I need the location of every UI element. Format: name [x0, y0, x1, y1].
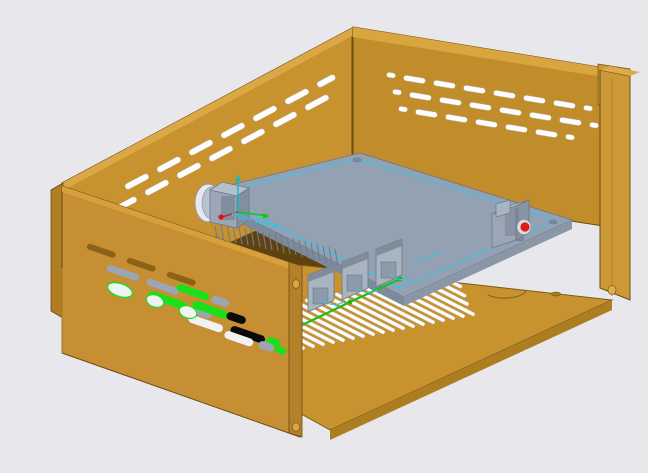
base-mount-hole	[551, 291, 561, 297]
rj45-port-1	[307, 264, 335, 313]
rj45-connector-bank[interactable]	[307, 238, 403, 313]
selected-edges	[295, 278, 401, 329]
right-wall-mount-hole	[607, 285, 617, 295]
led-indicator-module[interactable]	[491, 199, 532, 249]
rj45-port-2	[341, 251, 369, 301]
rj45-port-3	[375, 238, 403, 288]
led-indicator	[520, 222, 530, 232]
left-wall-vent-slots	[112, 74, 336, 213]
left-corner-flange	[50, 182, 64, 319]
heatsink-fin-array	[214, 223, 339, 267]
cylindrical-module[interactable]	[194, 181, 251, 229]
front-panel-cutouts	[86, 243, 296, 356]
chassis-front-panel[interactable]	[61, 185, 303, 438]
front-panel-mount-hole-top	[292, 279, 300, 289]
front-panel-small-ports	[106, 281, 198, 319]
rear-wall-vent-slots	[386, 72, 599, 141]
sketch-arcs-connectors	[321, 252, 443, 306]
front-panel-right-flange	[288, 261, 303, 438]
front-panel-mount-hole-bottom	[292, 422, 300, 432]
circuit-board[interactable]	[194, 152, 574, 331]
base-cutout-arc	[487, 290, 527, 299]
origin-coordinate-triad	[218, 174, 270, 220]
base-front-lip	[330, 300, 612, 440]
chassis-right-wall[interactable]	[599, 66, 640, 301]
